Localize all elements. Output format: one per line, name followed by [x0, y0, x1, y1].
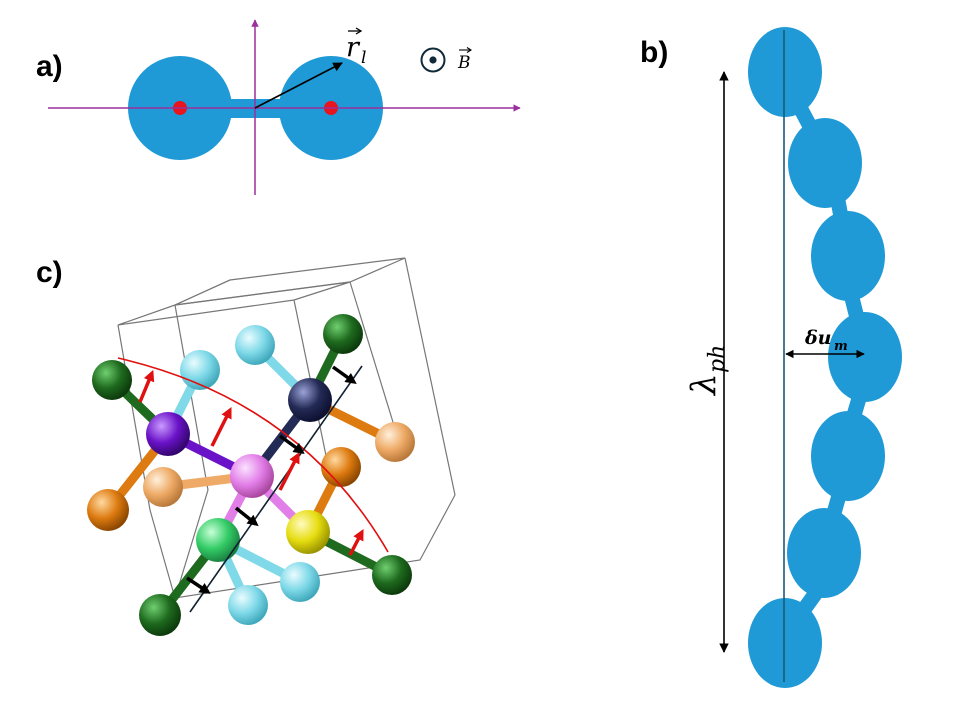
chain-atom	[828, 312, 902, 402]
black-displacement-arrows	[186, 365, 357, 594]
position-vector-label: r l	[346, 27, 366, 68]
displaced-atom-chain	[748, 27, 902, 688]
delta-u-subscript: m	[834, 339, 848, 354]
atoms	[87, 314, 415, 636]
atom-green	[196, 518, 240, 562]
wavelength-label: λ ph	[684, 345, 730, 397]
dot-in-circle-icon	[420, 47, 446, 73]
field-label: B	[457, 53, 471, 73]
lambda-symbol: λ	[684, 373, 724, 397]
chain-atom	[811, 411, 885, 501]
panel-a: a) r l B	[36, 19, 521, 195]
panel-a-label: a)	[36, 50, 63, 83]
atom-light-orange	[375, 422, 415, 462]
atom-navy	[288, 378, 332, 422]
chain-atom	[748, 598, 822, 688]
panel-b-label: b)	[640, 36, 668, 69]
atom-violet	[146, 412, 190, 456]
atom-yellow	[286, 510, 330, 554]
atom-dark-green	[139, 594, 181, 636]
atom-cyan	[228, 585, 268, 625]
atom-light-orange	[143, 467, 183, 507]
atom-pink	[230, 454, 274, 498]
panel-c: c)	[36, 256, 456, 636]
lambda-subscript: ph	[705, 345, 730, 373]
delta-u-symbol: δu	[804, 327, 832, 349]
atom-dark-green	[92, 360, 132, 400]
vector-symbol: r	[346, 32, 361, 63]
panel-c-label: c)	[36, 256, 63, 289]
chain-atom	[811, 211, 885, 301]
atom-orange	[87, 489, 129, 531]
node-line	[189, 365, 363, 613]
atom-cyan	[235, 325, 275, 365]
red-displacement-arrows	[138, 369, 364, 556]
atom-cyan	[280, 562, 320, 602]
panel-b: b) λ ph δu	[640, 27, 902, 688]
atom-dark-green	[323, 314, 363, 354]
chain-atom	[788, 118, 862, 208]
atom-dark-green	[372, 555, 412, 595]
position-vector-arrow	[254, 62, 343, 109]
displacement-label: δu m	[804, 327, 848, 354]
wave-front-curve	[117, 357, 389, 553]
atom-orange	[321, 447, 361, 487]
chain-atom	[787, 508, 861, 598]
chain-atom	[748, 27, 822, 117]
vector-subscript: l	[361, 48, 366, 68]
magnetic-field-symbol: B	[420, 47, 473, 73]
